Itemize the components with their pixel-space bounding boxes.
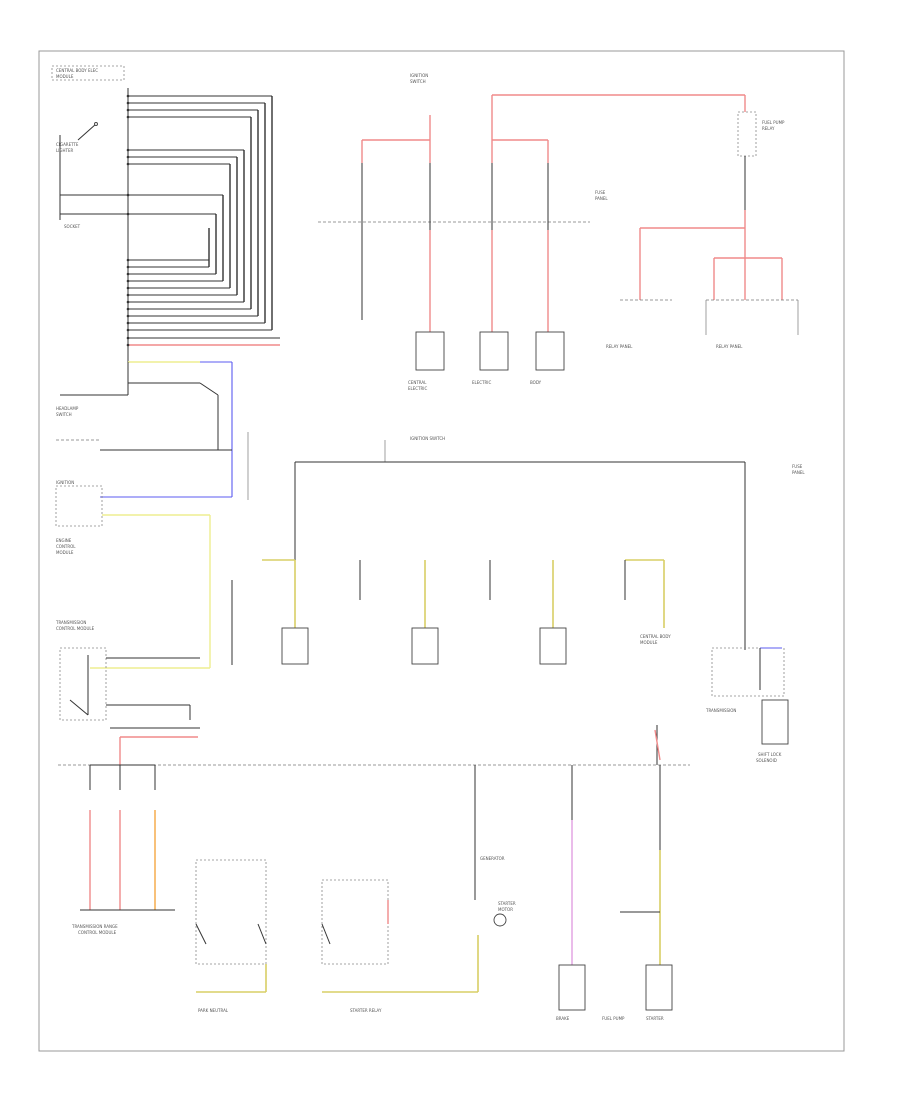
svg-text:PARK NEUTRAL: PARK NEUTRAL bbox=[198, 1008, 229, 1013]
bottom-relays: PARK NEUTRAL STARTER RELAY bbox=[195, 859, 507, 1013]
svg-text:SWITCH: SWITCH bbox=[56, 412, 72, 417]
top-center-fuses: FUSE PANEL IGNITION SWITCH CENTRAL ELECT… bbox=[318, 73, 746, 391]
svg-text:BRAKE: BRAKE bbox=[556, 1016, 570, 1021]
svg-text:MODULE: MODULE bbox=[56, 550, 74, 555]
svg-text:CIGARETTE: CIGARETTE bbox=[56, 142, 79, 147]
lower-bus: TRANSMISSION RANGE CONTROL MODULE BRAKE … bbox=[58, 725, 690, 1021]
diagram-frame bbox=[38, 50, 845, 1052]
svg-text:IGNITION: IGNITION bbox=[410, 73, 428, 78]
svg-text:TRANSMISSION RANGE: TRANSMISSION RANGE bbox=[71, 924, 118, 929]
svg-text:CENTRAL BODY: CENTRAL BODY bbox=[640, 634, 671, 639]
left-lower-module: TRANSMISSION CONTROL MODULE bbox=[55, 620, 200, 729]
svg-text:MODULE: MODULE bbox=[640, 640, 658, 645]
svg-text:ELECTRIC: ELECTRIC bbox=[408, 386, 427, 391]
top-right-relays: RELAY PANEL RELAY PANEL FUEL PUMP RELAY bbox=[606, 111, 799, 349]
svg-text:ENGINE: ENGINE bbox=[56, 538, 72, 543]
svg-text:SOCKET: SOCKET bbox=[64, 224, 81, 229]
middle-bus: CENTRAL BODY MODULE TRANSMISSION SHIFT L… bbox=[231, 440, 805, 763]
svg-text:CONTROL: CONTROL bbox=[56, 544, 76, 549]
svg-text:MOTOR: MOTOR bbox=[498, 907, 513, 912]
svg-text:LIGHTER: LIGHTER bbox=[56, 148, 73, 153]
svg-text:IGNITION: IGNITION bbox=[56, 480, 74, 485]
svg-text:FUSE: FUSE bbox=[595, 190, 606, 195]
svg-text:ELECTRIC: ELECTRIC bbox=[472, 380, 491, 385]
svg-text:FUEL PUMP: FUEL PUMP bbox=[602, 1016, 625, 1021]
left-middle-circuits: HEADLAMP SWITCH IGNITION ENGINE CONTROL … bbox=[55, 361, 249, 669]
svg-text:CONTROL MODULE: CONTROL MODULE bbox=[56, 626, 95, 631]
svg-text:MODULE: MODULE bbox=[56, 74, 74, 79]
svg-text:SOLENOID: SOLENOID bbox=[756, 758, 777, 763]
svg-text:PANEL: PANEL bbox=[792, 470, 805, 475]
svg-text:CENTRAL: CENTRAL bbox=[408, 380, 427, 385]
svg-text:RELAY PANEL: RELAY PANEL bbox=[606, 344, 633, 349]
svg-text:SHIFT LOCK: SHIFT LOCK bbox=[758, 752, 782, 757]
svg-text:RELAY PANEL: RELAY PANEL bbox=[716, 344, 743, 349]
svg-text:SWITCH: SWITCH bbox=[410, 79, 426, 84]
svg-text:RELAY: RELAY bbox=[762, 126, 775, 131]
svg-text:STARTER: STARTER bbox=[498, 901, 516, 906]
svg-text:FUSE: FUSE bbox=[792, 464, 803, 469]
svg-text:FUEL PUMP: FUEL PUMP bbox=[762, 120, 785, 125]
svg-text:TRANSMISSION: TRANSMISSION bbox=[705, 708, 736, 713]
svg-text:GENERATOR: GENERATOR bbox=[480, 856, 505, 861]
top-left-harness: CENTRAL BODY ELEC MODULE bbox=[51, 65, 280, 395]
svg-text:HEADLAMP: HEADLAMP bbox=[56, 406, 79, 411]
svg-text:CONTROL MODULE: CONTROL MODULE bbox=[78, 930, 117, 935]
svg-text:BODY: BODY bbox=[530, 380, 542, 385]
svg-text:STARTER: STARTER bbox=[646, 1016, 664, 1021]
svg-text:PANEL: PANEL bbox=[595, 196, 608, 201]
svg-text:CENTRAL BODY ELEC: CENTRAL BODY ELEC bbox=[56, 68, 98, 73]
center-label-1: IGNITION SWITCH bbox=[410, 436, 445, 441]
svg-text:TRANSMISSION: TRANSMISSION bbox=[55, 620, 86, 625]
svg-text:STARTER RELAY: STARTER RELAY bbox=[350, 1008, 382, 1013]
